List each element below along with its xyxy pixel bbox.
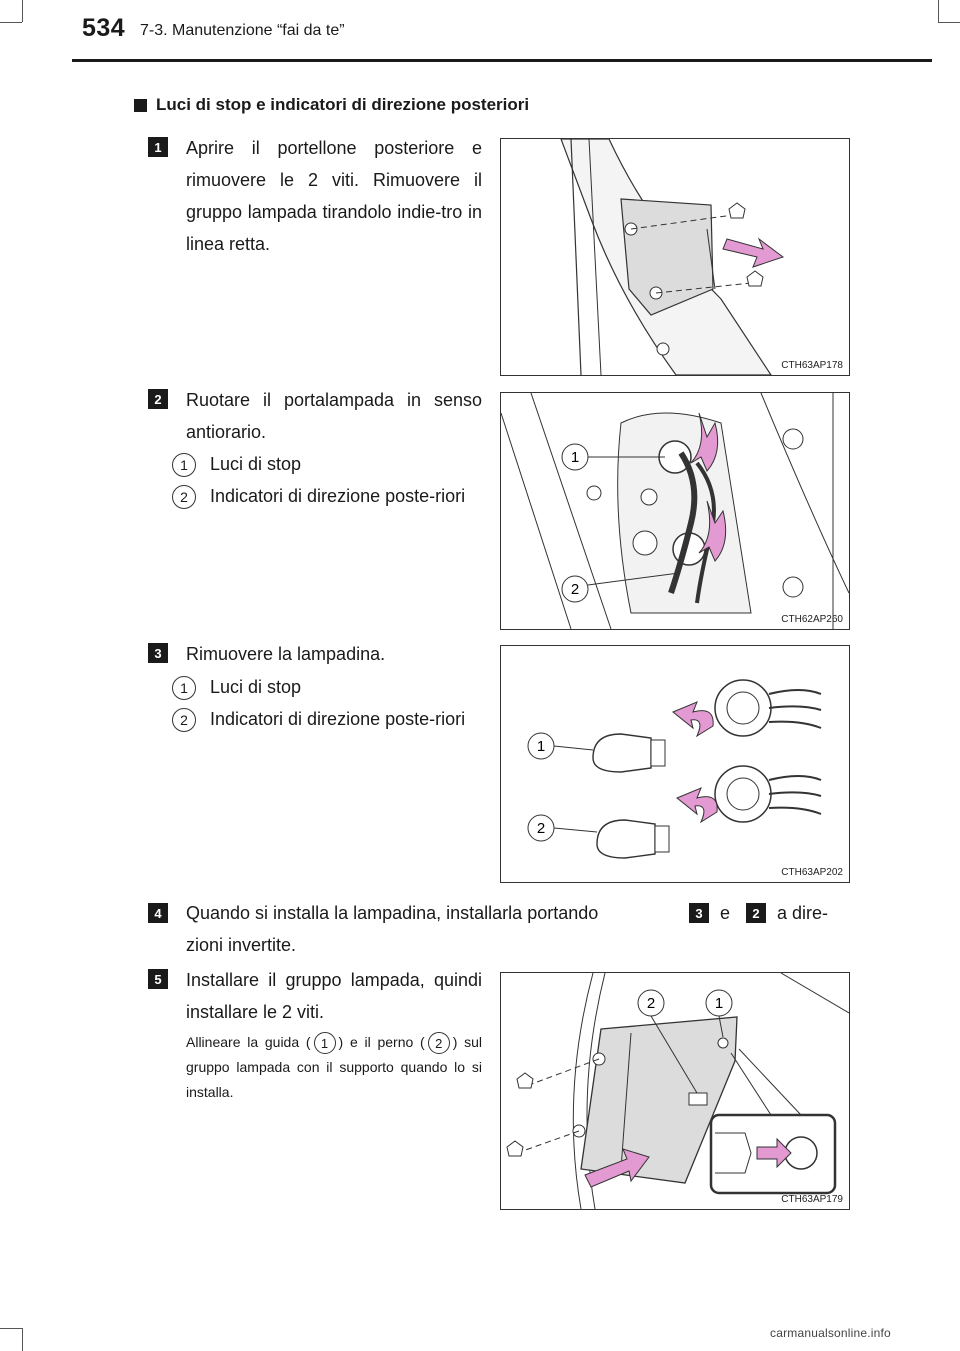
callout-1: 1 xyxy=(537,738,545,755)
step-4-text-b: e xyxy=(720,903,731,923)
lamp-installation-illustration: 2 1 xyxy=(506,973,849,1209)
list-item: 2 Indicatori di direzione poste-riori xyxy=(172,703,482,735)
section-title: 7-3. Manutenzione “fai da te” xyxy=(140,22,345,39)
step-2-number: 2 xyxy=(148,389,168,409)
callout-2: 2 xyxy=(647,995,655,1012)
header-rule xyxy=(72,59,932,62)
square-bullet-icon xyxy=(134,98,147,112)
step-4-text-a: Quando si installa la lampadina, install… xyxy=(186,903,599,923)
step-3-list: 1 Luci di stop 2 Indicatori di direzione… xyxy=(172,671,482,735)
step-5-text: Installare il gruppo lampada, quindi ins… xyxy=(186,970,482,1022)
bulb-removal-illustration: 1 2 xyxy=(527,679,822,859)
bulb-holder-rotation-illustration: 1 2 xyxy=(501,393,849,629)
list-item: 1 Luci di stop xyxy=(172,448,482,480)
callout-1: 1 xyxy=(715,995,723,1012)
heading-text: Luci di stop e indicatori di direzione p… xyxy=(156,95,530,114)
callout-2: 2 xyxy=(571,581,579,598)
figure-code: CTH63AP178 xyxy=(781,360,843,371)
marker-2: 2 xyxy=(172,485,196,509)
step-3-text: Rimuovere la lampadina. xyxy=(186,644,386,664)
watermark-text: carmanualsonline.info xyxy=(770,1326,891,1340)
marker-2: 2 xyxy=(172,708,196,732)
page-number: 534 xyxy=(82,14,126,42)
step-2-text: Ruotare il portalampada in senso antiora… xyxy=(186,390,482,442)
figure-step-2: 1 2 CTH62AP260 xyxy=(500,392,850,630)
step-4-text-d: zioni invertite. xyxy=(186,935,297,955)
step-4-number: 4 xyxy=(148,903,168,923)
step-3-number: 3 xyxy=(148,643,168,663)
callout-1: 1 xyxy=(571,449,579,466)
callout-2: 2 xyxy=(537,820,545,837)
figure-step-5: 2 1 CTH63AP179 xyxy=(500,972,850,1210)
list-item: 1 Luci di stop xyxy=(172,671,482,703)
marker-2: 2 xyxy=(427,1032,450,1055)
figure-code: CTH63AP179 xyxy=(781,1194,843,1205)
figure-step-1: CTH63AP178 xyxy=(500,138,850,376)
step-ref-2: 2 xyxy=(746,903,766,923)
step-ref-3: 3 xyxy=(689,903,709,923)
list-item: 2 Indicatori di direzione poste-riori xyxy=(172,480,482,512)
tail-lamp-removal-illustration xyxy=(560,139,785,375)
marker-1: 1 xyxy=(313,1032,336,1055)
section-heading: Luci di stop e indicatori di direzione p… xyxy=(134,95,529,115)
step-4-text-c: a dire- xyxy=(777,903,829,923)
step-1-number: 1 xyxy=(148,137,168,157)
step-2-list: 1 Luci di stop 2 Indicatori di direzione… xyxy=(172,448,482,512)
step-5-number: 5 xyxy=(148,969,168,989)
marker-1: 1 xyxy=(172,676,196,700)
figure-code: CTH63AP202 xyxy=(781,867,843,878)
marker-1: 1 xyxy=(172,453,196,477)
step-5-note: Allineare la guida (1) e il perno (2) su… xyxy=(186,1032,482,1100)
step-1-text: Aprire il portellone posteriore e rimuov… xyxy=(186,138,482,254)
figure-step-3: 1 2 CTH63AP202 xyxy=(500,645,850,883)
figure-code: CTH62AP260 xyxy=(781,614,843,625)
